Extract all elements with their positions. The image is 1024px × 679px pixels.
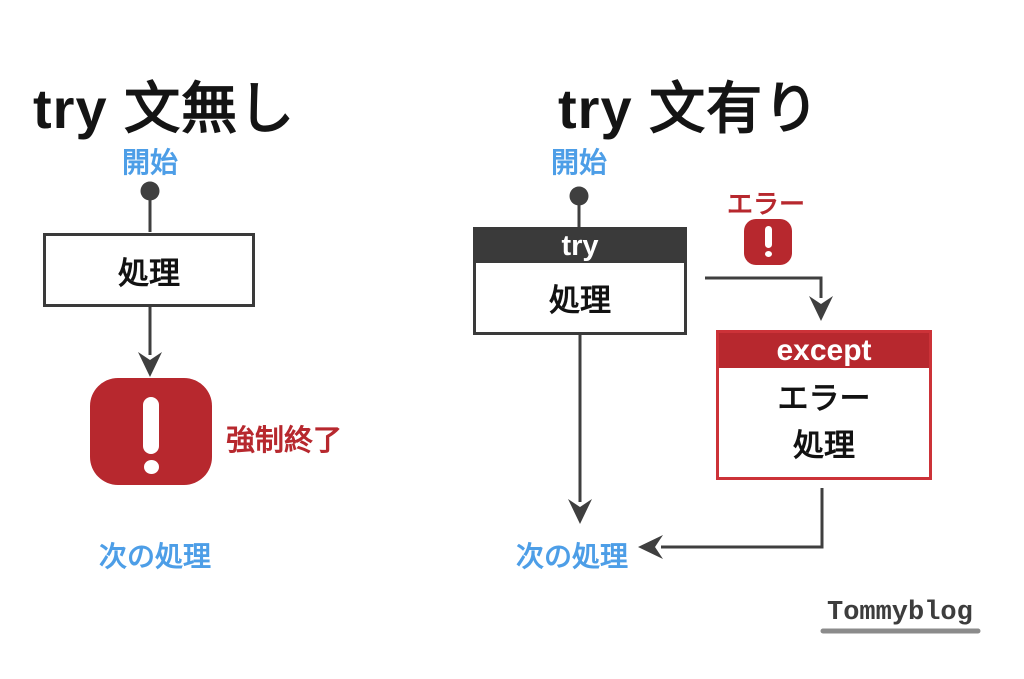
try-box-header: try xyxy=(476,230,684,263)
try-to-next-arrowhead xyxy=(568,499,592,524)
try-to-except-arrowhead xyxy=(809,296,833,321)
except-box-body: エラー 処理 xyxy=(719,368,929,477)
error-exclamation-icon xyxy=(744,219,792,265)
right-start-dot xyxy=(569,186,589,206)
try-box: try 処理 xyxy=(473,227,687,335)
exclamation-dot xyxy=(143,460,159,474)
right-next-label: 次の処理 xyxy=(516,541,629,572)
exclamation-dot xyxy=(764,251,772,257)
except-to-next-elbow xyxy=(661,488,824,549)
except-body-line2: 処理 xyxy=(793,427,855,463)
except-box: except エラー 処理 xyxy=(716,330,932,480)
except-to-next-arrowhead xyxy=(638,535,663,559)
left-process-label: 処理 xyxy=(118,255,180,291)
right-start-label: 開始 xyxy=(550,147,607,178)
try-box-body: 処理 xyxy=(476,263,684,332)
left-start-dot xyxy=(140,181,160,201)
left-next-label: 次の処理 xyxy=(99,541,212,572)
exclamation-bar xyxy=(764,226,772,248)
left-title: try 文無し xyxy=(33,77,296,140)
exclamation-bar xyxy=(143,397,159,454)
forced-exit-label: 強制終了 xyxy=(226,425,343,457)
except-body-line1: エラー xyxy=(777,381,871,417)
try-to-except-elbow xyxy=(705,276,823,298)
watermark-logo: Tommyblog xyxy=(827,598,973,628)
right-title: try 文有り xyxy=(558,77,821,140)
error-label: エラー xyxy=(726,189,805,219)
left-arrowhead-down xyxy=(138,352,162,377)
left-start-label: 開始 xyxy=(121,147,178,178)
left-process-box: 処理 xyxy=(43,233,255,307)
forced-exit-exclamation-icon xyxy=(90,378,212,485)
except-box-header: except xyxy=(719,333,929,368)
